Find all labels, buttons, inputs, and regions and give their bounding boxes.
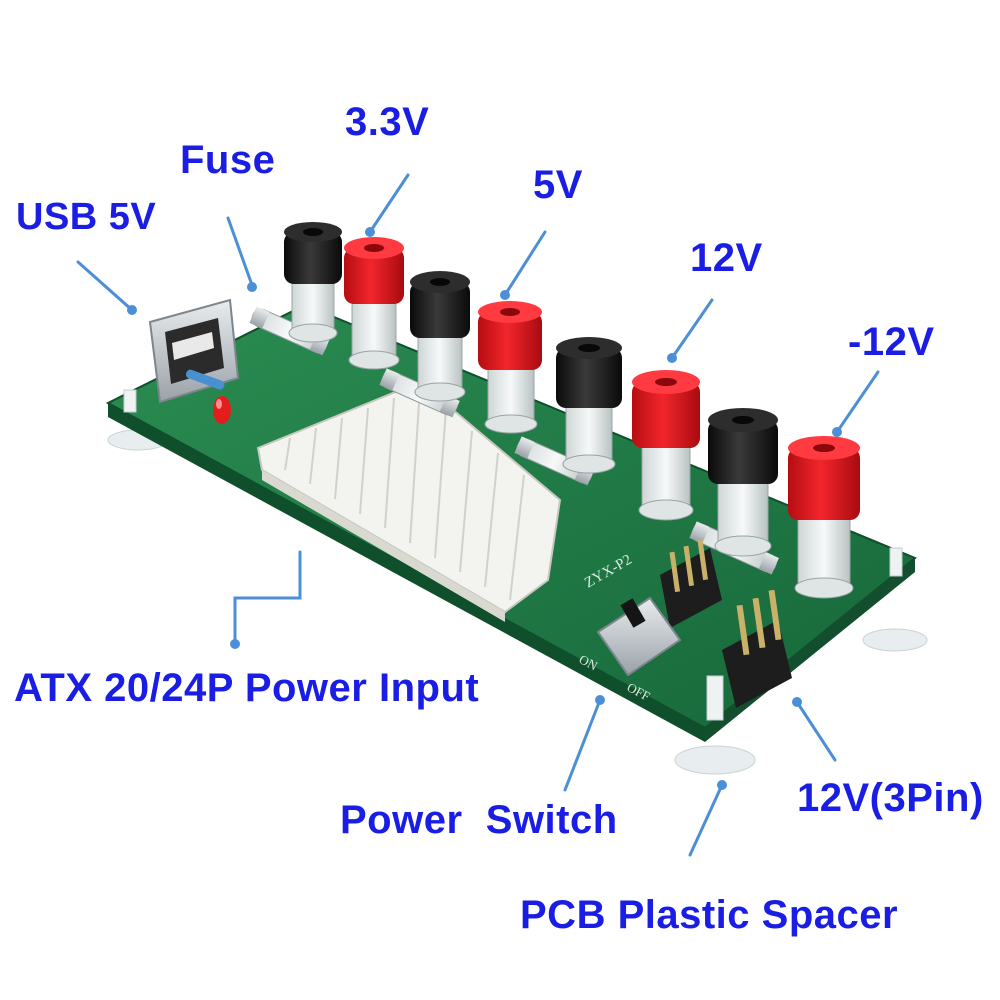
power-switch	[596, 596, 682, 677]
binding-post-red	[478, 301, 542, 434]
label-power-switch: Power Switch	[340, 798, 618, 842]
leader-lines	[76, 173, 880, 857]
label-atx-input: ATX 20/24P Power Input	[14, 666, 480, 710]
label-12v-3pin: 12V(3Pin)	[797, 776, 984, 820]
binding-post-red	[344, 237, 404, 370]
usb-port	[148, 298, 240, 404]
leader-line-5v	[503, 230, 547, 297]
spacer-post	[123, 389, 903, 721]
pin-header	[660, 539, 722, 628]
leader-line-33v	[368, 173, 410, 234]
leader-line-fuse	[226, 216, 254, 287]
leader-line-12v	[670, 298, 714, 360]
label-fuse: Fuse	[180, 138, 276, 182]
binding-post-black	[284, 222, 342, 343]
led	[213, 396, 231, 424]
leader-line-3pin	[795, 700, 837, 762]
leader-line-spacer	[688, 783, 724, 857]
label-3v3: 3.3V	[345, 100, 430, 144]
binding-post-black	[708, 408, 778, 557]
label-12v: 12V	[690, 236, 763, 280]
leader-dots	[127, 227, 842, 790]
leader-line-switch	[563, 698, 602, 792]
label-pcb-spacer: PCB Plastic Spacer	[520, 893, 899, 937]
label-usb-5v: USB 5V	[16, 196, 157, 238]
leader-line-atx	[233, 550, 302, 642]
binding-post-black	[556, 337, 622, 474]
binding-post-red	[632, 370, 700, 521]
resistor	[185, 369, 225, 390]
binding-post-red	[788, 436, 860, 599]
leader-line-usb	[76, 260, 134, 312]
pin-header-3pin	[722, 589, 792, 708]
binding-post-black	[410, 271, 470, 402]
leader-line-neg12v	[835, 370, 880, 434]
atx-connector	[256, 380, 562, 622]
label-5v: 5V	[533, 163, 583, 207]
label-neg-12v: -12V	[848, 320, 935, 364]
